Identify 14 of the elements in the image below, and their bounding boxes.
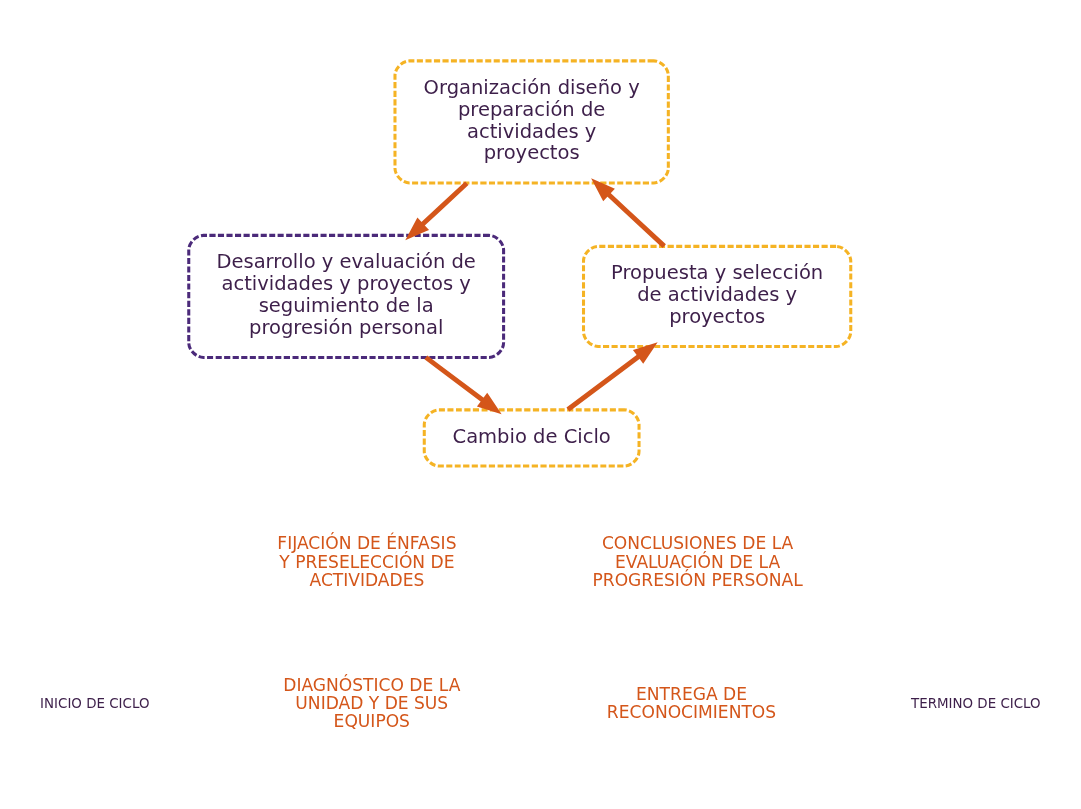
node-box: Organización diseño y preparación de actividades y proyectos xyxy=(393,58,670,184)
node-box: Propuesta y selección de actividades y proyectos xyxy=(582,244,853,348)
label: CONCLUSIONES DE LA EVALUACIÓN DE LA PROGRESIÓN PERSONAL xyxy=(592,532,803,590)
label: ENTREGA DE RECONOCIMIENTOS xyxy=(606,683,777,722)
label: INICIO DE CICLO xyxy=(40,695,150,711)
label: DIAGNÓSTICO DE LA UNIDAD Y DE SUS EQUIPOS xyxy=(283,674,461,731)
arrow xyxy=(591,177,666,248)
arrow xyxy=(566,341,658,411)
arrow xyxy=(405,181,469,240)
node-box: Desarrollo y evaluación de actividades y proyectos y seguimiento de la progresión personal xyxy=(187,233,506,359)
label: FIJACIÓN DE ÉNFASIS Y PRESELECCIÓN DE ACTIVIDADES xyxy=(277,532,457,590)
label: TERMINO DE CICLO xyxy=(911,695,1041,711)
arrow xyxy=(424,354,502,414)
node-box: Cambio de Ciclo xyxy=(422,407,641,468)
